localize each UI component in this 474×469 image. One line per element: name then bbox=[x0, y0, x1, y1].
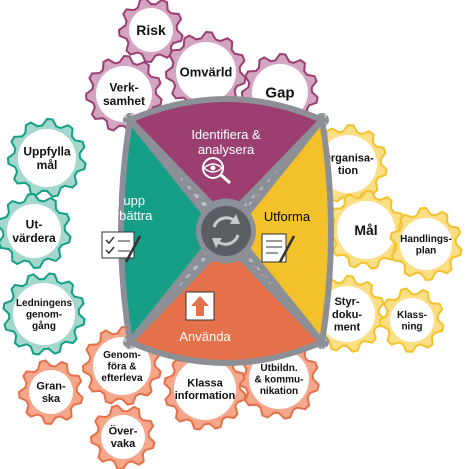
gear-granska: Gran-ska bbox=[17, 359, 84, 426]
phase-label-line: analysera bbox=[198, 142, 255, 157]
gear-label-granska: Gran-ska bbox=[36, 381, 66, 406]
gear-label-line: genom- bbox=[26, 310, 62, 321]
gear-label-line: Gran- bbox=[36, 381, 66, 393]
gear-label-mal: Mål bbox=[354, 222, 377, 238]
gear-face bbox=[101, 415, 145, 459]
gear-utvardera: Ut-värdera bbox=[0, 192, 72, 270]
phase-label-line: & förbättra bbox=[92, 208, 153, 223]
gear-label-line: vaka bbox=[111, 438, 136, 450]
gear-face bbox=[337, 201, 395, 259]
gear-risk: Risk bbox=[117, 0, 184, 64]
phase-label-line: Använda bbox=[179, 329, 231, 344]
gear-label-handlingsplan: Handlings-plan bbox=[400, 234, 452, 256]
gear-label-line: Gap bbox=[265, 84, 294, 101]
gear-klassning: Klass-ning bbox=[378, 287, 445, 354]
gear-face bbox=[96, 66, 152, 122]
gear-label-line: tion bbox=[338, 165, 358, 177]
gear-face bbox=[93, 337, 151, 395]
gear-label-line: information bbox=[175, 390, 236, 402]
gear-label-line: Verk- bbox=[109, 80, 138, 94]
gear-face bbox=[129, 8, 173, 52]
gear-label-line: Organisa- bbox=[322, 153, 374, 165]
gear-label-line: doku- bbox=[332, 309, 362, 321]
gear-face bbox=[174, 358, 236, 420]
gear-label-utvardera: Ut-värdera bbox=[12, 217, 56, 245]
gear-face bbox=[176, 42, 236, 102]
gear-face bbox=[390, 298, 434, 342]
gear-label-line: Ut- bbox=[26, 217, 43, 231]
gear-label-verksamhet: Verk-samhet bbox=[103, 80, 145, 108]
gear-label-line: Ledningens bbox=[16, 298, 73, 309]
gear-face bbox=[13, 283, 75, 345]
gear-handlingsplan: Handlings-plan bbox=[389, 206, 463, 282]
gear-label-line: samhet bbox=[103, 94, 145, 108]
gear-label-gap: Gap bbox=[265, 84, 294, 101]
gear-mal: Mål bbox=[325, 189, 406, 270]
phase-label-utforma: Utforma bbox=[264, 209, 311, 224]
phase-label-line: Utforma bbox=[264, 209, 311, 224]
gear-face bbox=[249, 349, 309, 409]
magnifier-eye-icon bbox=[202, 157, 231, 185]
gear-label-line: ment bbox=[334, 322, 361, 334]
gear-label-line: Uppfylla bbox=[23, 144, 71, 158]
gear-label-line: Genom- bbox=[103, 350, 141, 361]
gear-label-line: plan bbox=[416, 245, 437, 256]
gear-label-organisation: Organisa-tion bbox=[322, 153, 374, 178]
checklist-pen-icon bbox=[101, 231, 142, 263]
gear-label-line: Över- bbox=[109, 425, 138, 438]
upload-arrow-icon bbox=[185, 291, 215, 321]
gear-label-genomfora: Genom-föra &efterleva bbox=[101, 350, 143, 384]
cycle-arrows-icon bbox=[212, 214, 240, 248]
gear-label-line: ning bbox=[401, 321, 422, 332]
gear-overvaka: Över-vaka bbox=[89, 404, 156, 469]
gear-label-line: efterleva bbox=[101, 373, 143, 384]
gear-label-line: Klassa bbox=[187, 378, 223, 390]
gear-label-line: föra & bbox=[108, 362, 137, 373]
phase-label-line: Identifiera & bbox=[191, 127, 261, 142]
gear-label-line: Utbildn. bbox=[260, 363, 297, 374]
phase-label-anvanda: Använda bbox=[179, 329, 231, 344]
gear-label-line: värdera bbox=[12, 231, 56, 245]
gear-label-line: Omvärld bbox=[180, 65, 233, 80]
gear-face bbox=[7, 204, 61, 258]
gear-label-line: & kommu- bbox=[255, 375, 304, 386]
gear-face bbox=[29, 370, 73, 414]
gear-label-utbildning: Utbildn.& kommu-nikation bbox=[255, 363, 304, 397]
gear-label-line: Klass- bbox=[397, 310, 427, 321]
gear-label-overvaka: Över-vaka bbox=[109, 425, 138, 451]
gear-label-line: nikation bbox=[260, 386, 298, 397]
gear-face bbox=[319, 135, 377, 193]
hub bbox=[196, 201, 256, 261]
gear-label-line: Mål bbox=[354, 222, 377, 238]
gear-label-line: Styr- bbox=[334, 296, 359, 308]
gear-label-line: ska bbox=[42, 393, 61, 405]
phase-label-line: Följ upp bbox=[99, 193, 145, 208]
gear-face bbox=[319, 286, 375, 342]
gear-label-klassning: Klass-ning bbox=[397, 310, 427, 333]
phase-label-folj-upp: Följ upp& förbättra bbox=[92, 193, 153, 223]
phase-label-identifiera: Identifiera &analysera bbox=[191, 127, 261, 157]
gear-label-styrdokument: Styr-doku-ment bbox=[332, 296, 362, 333]
gear-label-line: mål bbox=[37, 158, 58, 172]
gear-label-risk: Risk bbox=[136, 22, 166, 38]
gear-label-line: gång bbox=[32, 320, 56, 332]
gear-label-omvarld: Omvärld bbox=[180, 65, 233, 80]
document-pen-icon bbox=[261, 233, 296, 263]
gear-label-line: Handlings- bbox=[400, 234, 452, 245]
gear-omvarld: Omvärld bbox=[164, 30, 247, 113]
gear-label-line: Risk bbox=[136, 22, 166, 38]
gear-face bbox=[18, 129, 76, 187]
gear-face bbox=[400, 218, 452, 270]
